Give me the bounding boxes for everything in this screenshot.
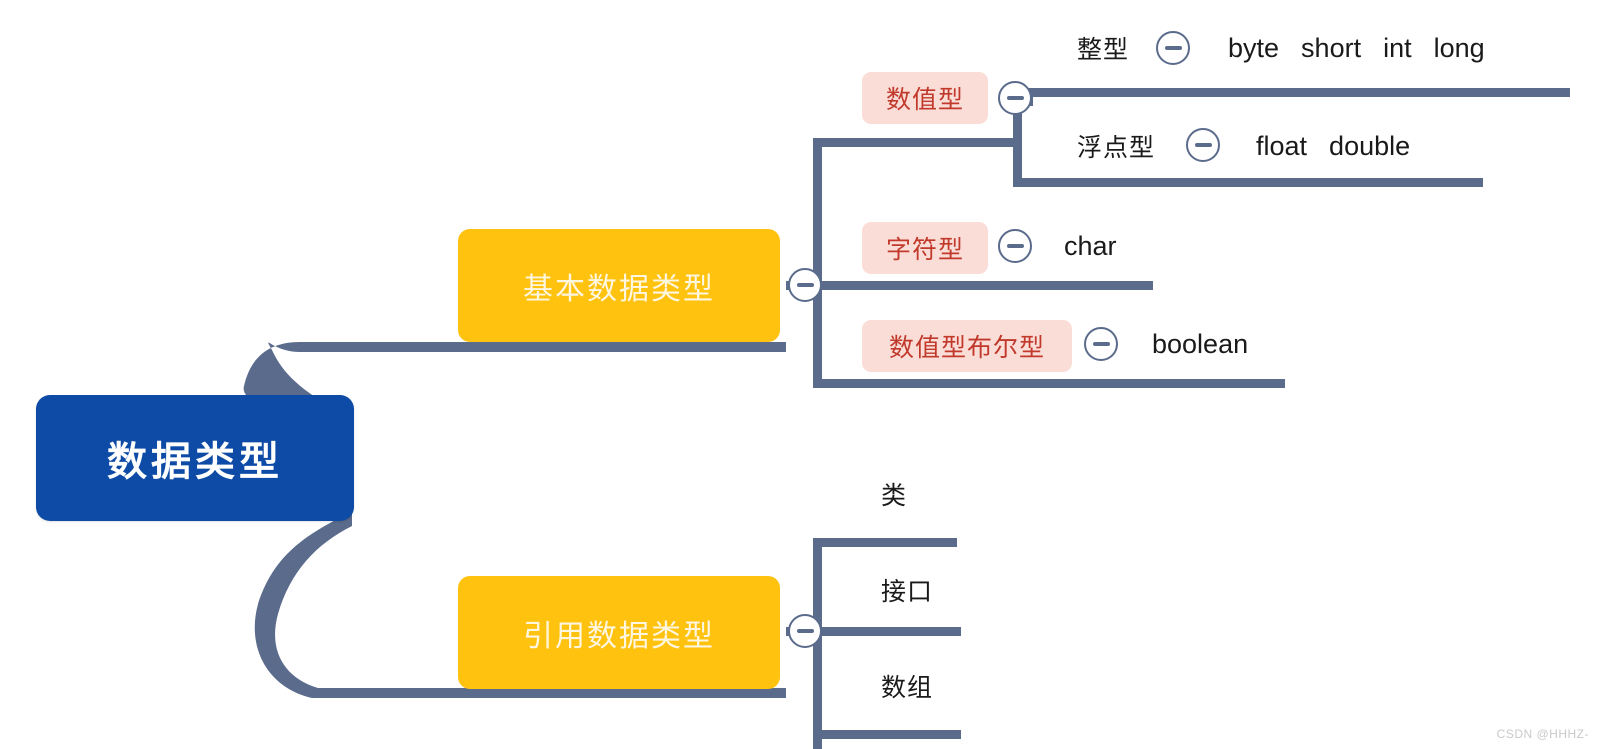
minus-icon — [1194, 143, 1212, 147]
minus-icon — [1092, 342, 1110, 346]
minus-icon — [1006, 244, 1024, 248]
toggle-boolean[interactable] — [1084, 327, 1118, 361]
toggle-integer[interactable] — [1156, 31, 1190, 65]
leaf-integer-types[interactable]: byte short int long — [1228, 26, 1568, 70]
minus-icon — [1164, 46, 1182, 50]
watermark: CSDN @HHHZ- — [1497, 727, 1589, 741]
minus-icon — [796, 629, 814, 633]
tag-node-char-label: 字符型 — [885, 236, 964, 264]
toggle-numeric[interactable] — [998, 81, 1032, 115]
node-float[interactable]: 浮点型 — [1064, 124, 1168, 168]
underline-array — [813, 730, 961, 739]
branch-node-reference-label: 引用数据类型 — [523, 619, 715, 653]
bracket-basic-vertical — [813, 138, 822, 388]
toggle-float[interactable] — [1186, 128, 1220, 162]
root-node-label: 数据类型 — [107, 440, 283, 484]
node-array-label: 数组 — [880, 674, 933, 702]
node-float-label: 浮点型 — [1076, 134, 1155, 162]
branch-node-primitive-label: 基本数据类型 — [523, 272, 715, 306]
node-class[interactable]: 类 — [862, 472, 926, 516]
node-integer-label: 整型 — [1076, 36, 1129, 64]
root-node[interactable]: 数据类型 — [36, 395, 354, 521]
leaf-float-types[interactable]: float double — [1256, 124, 1486, 168]
tag-node-numeric[interactable]: 数值型 — [862, 72, 988, 124]
underline-integer — [1013, 88, 1570, 97]
underline-boolean — [813, 379, 1285, 388]
type-byte: byte — [1228, 32, 1280, 63]
toggle-primitive[interactable] — [788, 268, 822, 302]
tag-node-boolean-label: 数值型布尔型 — [888, 334, 1045, 362]
type-double: double — [1329, 130, 1411, 161]
branch-node-primitive[interactable]: 基本数据类型 — [458, 229, 780, 342]
tag-node-boolean[interactable]: 数值型布尔型 — [862, 320, 1072, 372]
node-interface[interactable]: 接口 — [862, 568, 952, 612]
type-long: long — [1433, 32, 1485, 63]
tag-node-char[interactable]: 字符型 — [862, 222, 988, 274]
underline-numeric — [813, 138, 1019, 147]
toggle-char[interactable] — [998, 229, 1032, 263]
underline-char — [813, 281, 1153, 290]
minus-icon — [1006, 96, 1024, 100]
underline-class — [813, 538, 957, 547]
watermark-text: CSDN @HHHZ- — [1496, 727, 1589, 741]
curve-root-to-basic — [243, 342, 787, 432]
toggle-reference[interactable] — [788, 614, 822, 648]
underline-interface — [813, 627, 961, 636]
tag-node-numeric-label: 数值型 — [885, 86, 964, 114]
type-boolean: boolean — [1152, 328, 1249, 359]
branch-node-reference[interactable]: 引用数据类型 — [458, 576, 780, 689]
node-integer[interactable]: 整型 — [1064, 26, 1142, 70]
leaf-boolean-types[interactable]: boolean — [1152, 322, 1352, 366]
bracket-numeric-vertical — [1013, 88, 1022, 186]
type-int: int — [1383, 32, 1412, 63]
type-char: char — [1064, 230, 1117, 261]
minus-icon — [796, 283, 814, 287]
type-short: short — [1301, 32, 1362, 63]
leaf-char-types[interactable]: char — [1064, 224, 1204, 268]
underline-float — [1013, 178, 1483, 187]
type-float: float — [1256, 130, 1308, 161]
node-array[interactable]: 数组 — [862, 664, 952, 708]
node-class-label: 类 — [880, 482, 907, 510]
node-interface-label: 接口 — [880, 578, 933, 606]
bracket-reference-vertical — [813, 538, 822, 749]
